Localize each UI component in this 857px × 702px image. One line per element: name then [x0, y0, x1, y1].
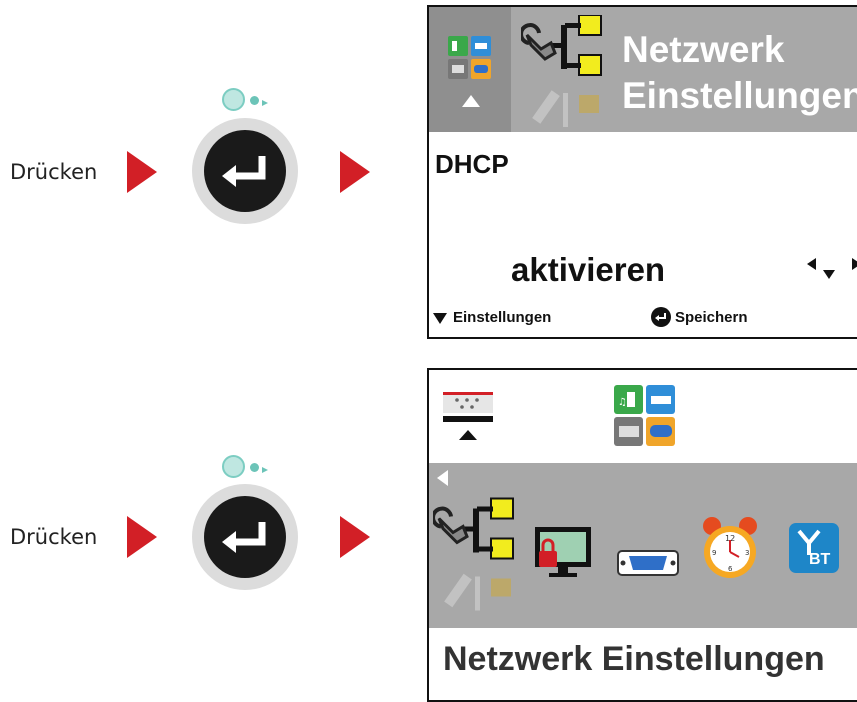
- media-settings-icon: [443, 392, 493, 440]
- press-indicator-icon: [222, 88, 272, 112]
- screen-title-line2: Einstellungen: [622, 75, 857, 116]
- network-settings-icon: [521, 15, 602, 127]
- interface-menu-icon: ♫: [614, 385, 675, 446]
- svg-text:9: 9: [712, 549, 716, 557]
- footer-save-label: Speichern: [675, 309, 748, 326]
- arrow-right-icon: [340, 516, 370, 558]
- enter-button[interactable]: [192, 484, 298, 590]
- network-settings-icon[interactable]: [433, 497, 528, 617]
- svg-text:♫: ♫: [618, 397, 627, 408]
- press-indicator-icon: [222, 455, 272, 479]
- enter-icon: [222, 156, 266, 187]
- menu-icon-band: 12 3 6 9 BT: [429, 463, 857, 628]
- enter-icon: [651, 307, 671, 327]
- right-arrow-icon: [852, 258, 857, 270]
- press-label: Drücken: [10, 160, 98, 184]
- arrow-right-icon: [340, 151, 370, 193]
- interface-menu-icon: [448, 36, 491, 79]
- screen-header: Netzwerk Einstellungen: [429, 7, 857, 132]
- svg-text:12: 12: [725, 534, 735, 543]
- bluetooth-label: BT: [809, 551, 831, 568]
- printer-screen-menu: ♫: [427, 368, 857, 702]
- screen-title-line1: Netzwerk: [622, 29, 785, 70]
- press-label: Drücken: [10, 525, 98, 549]
- up-triangle-icon: [462, 95, 480, 107]
- arrow-right-icon: [127, 151, 157, 193]
- down-arrow-icon: [823, 270, 835, 279]
- arrow-right-icon: [127, 516, 157, 558]
- svg-text:6: 6: [728, 565, 733, 573]
- footer-settings-label: Einstellungen: [453, 309, 552, 326]
- printer-screen-network-settings: Netzwerk Einstellungen DHCP aktivieren E…: [427, 5, 857, 339]
- setting-value: aktivieren: [511, 251, 666, 288]
- setting-item-label: DHCP: [435, 149, 509, 179]
- svg-text:3: 3: [745, 549, 749, 557]
- alarm-clock-icon[interactable]: 12 3 6 9: [701, 515, 759, 581]
- enter-button[interactable]: [192, 118, 298, 224]
- antenna-icon: [797, 529, 821, 555]
- left-arrow-icon: [807, 258, 816, 270]
- menu-caption: Netzwerk Einstellungen: [443, 640, 825, 678]
- security-monitor-icon[interactable]: [533, 525, 593, 581]
- left-arrow-icon[interactable]: [437, 470, 448, 486]
- down-triangle-icon: [433, 313, 447, 324]
- bluetooth-icon[interactable]: BT: [789, 523, 839, 573]
- menu-category-panel: [429, 7, 511, 132]
- serial-port-icon[interactable]: [617, 548, 679, 578]
- enter-icon: [222, 522, 266, 553]
